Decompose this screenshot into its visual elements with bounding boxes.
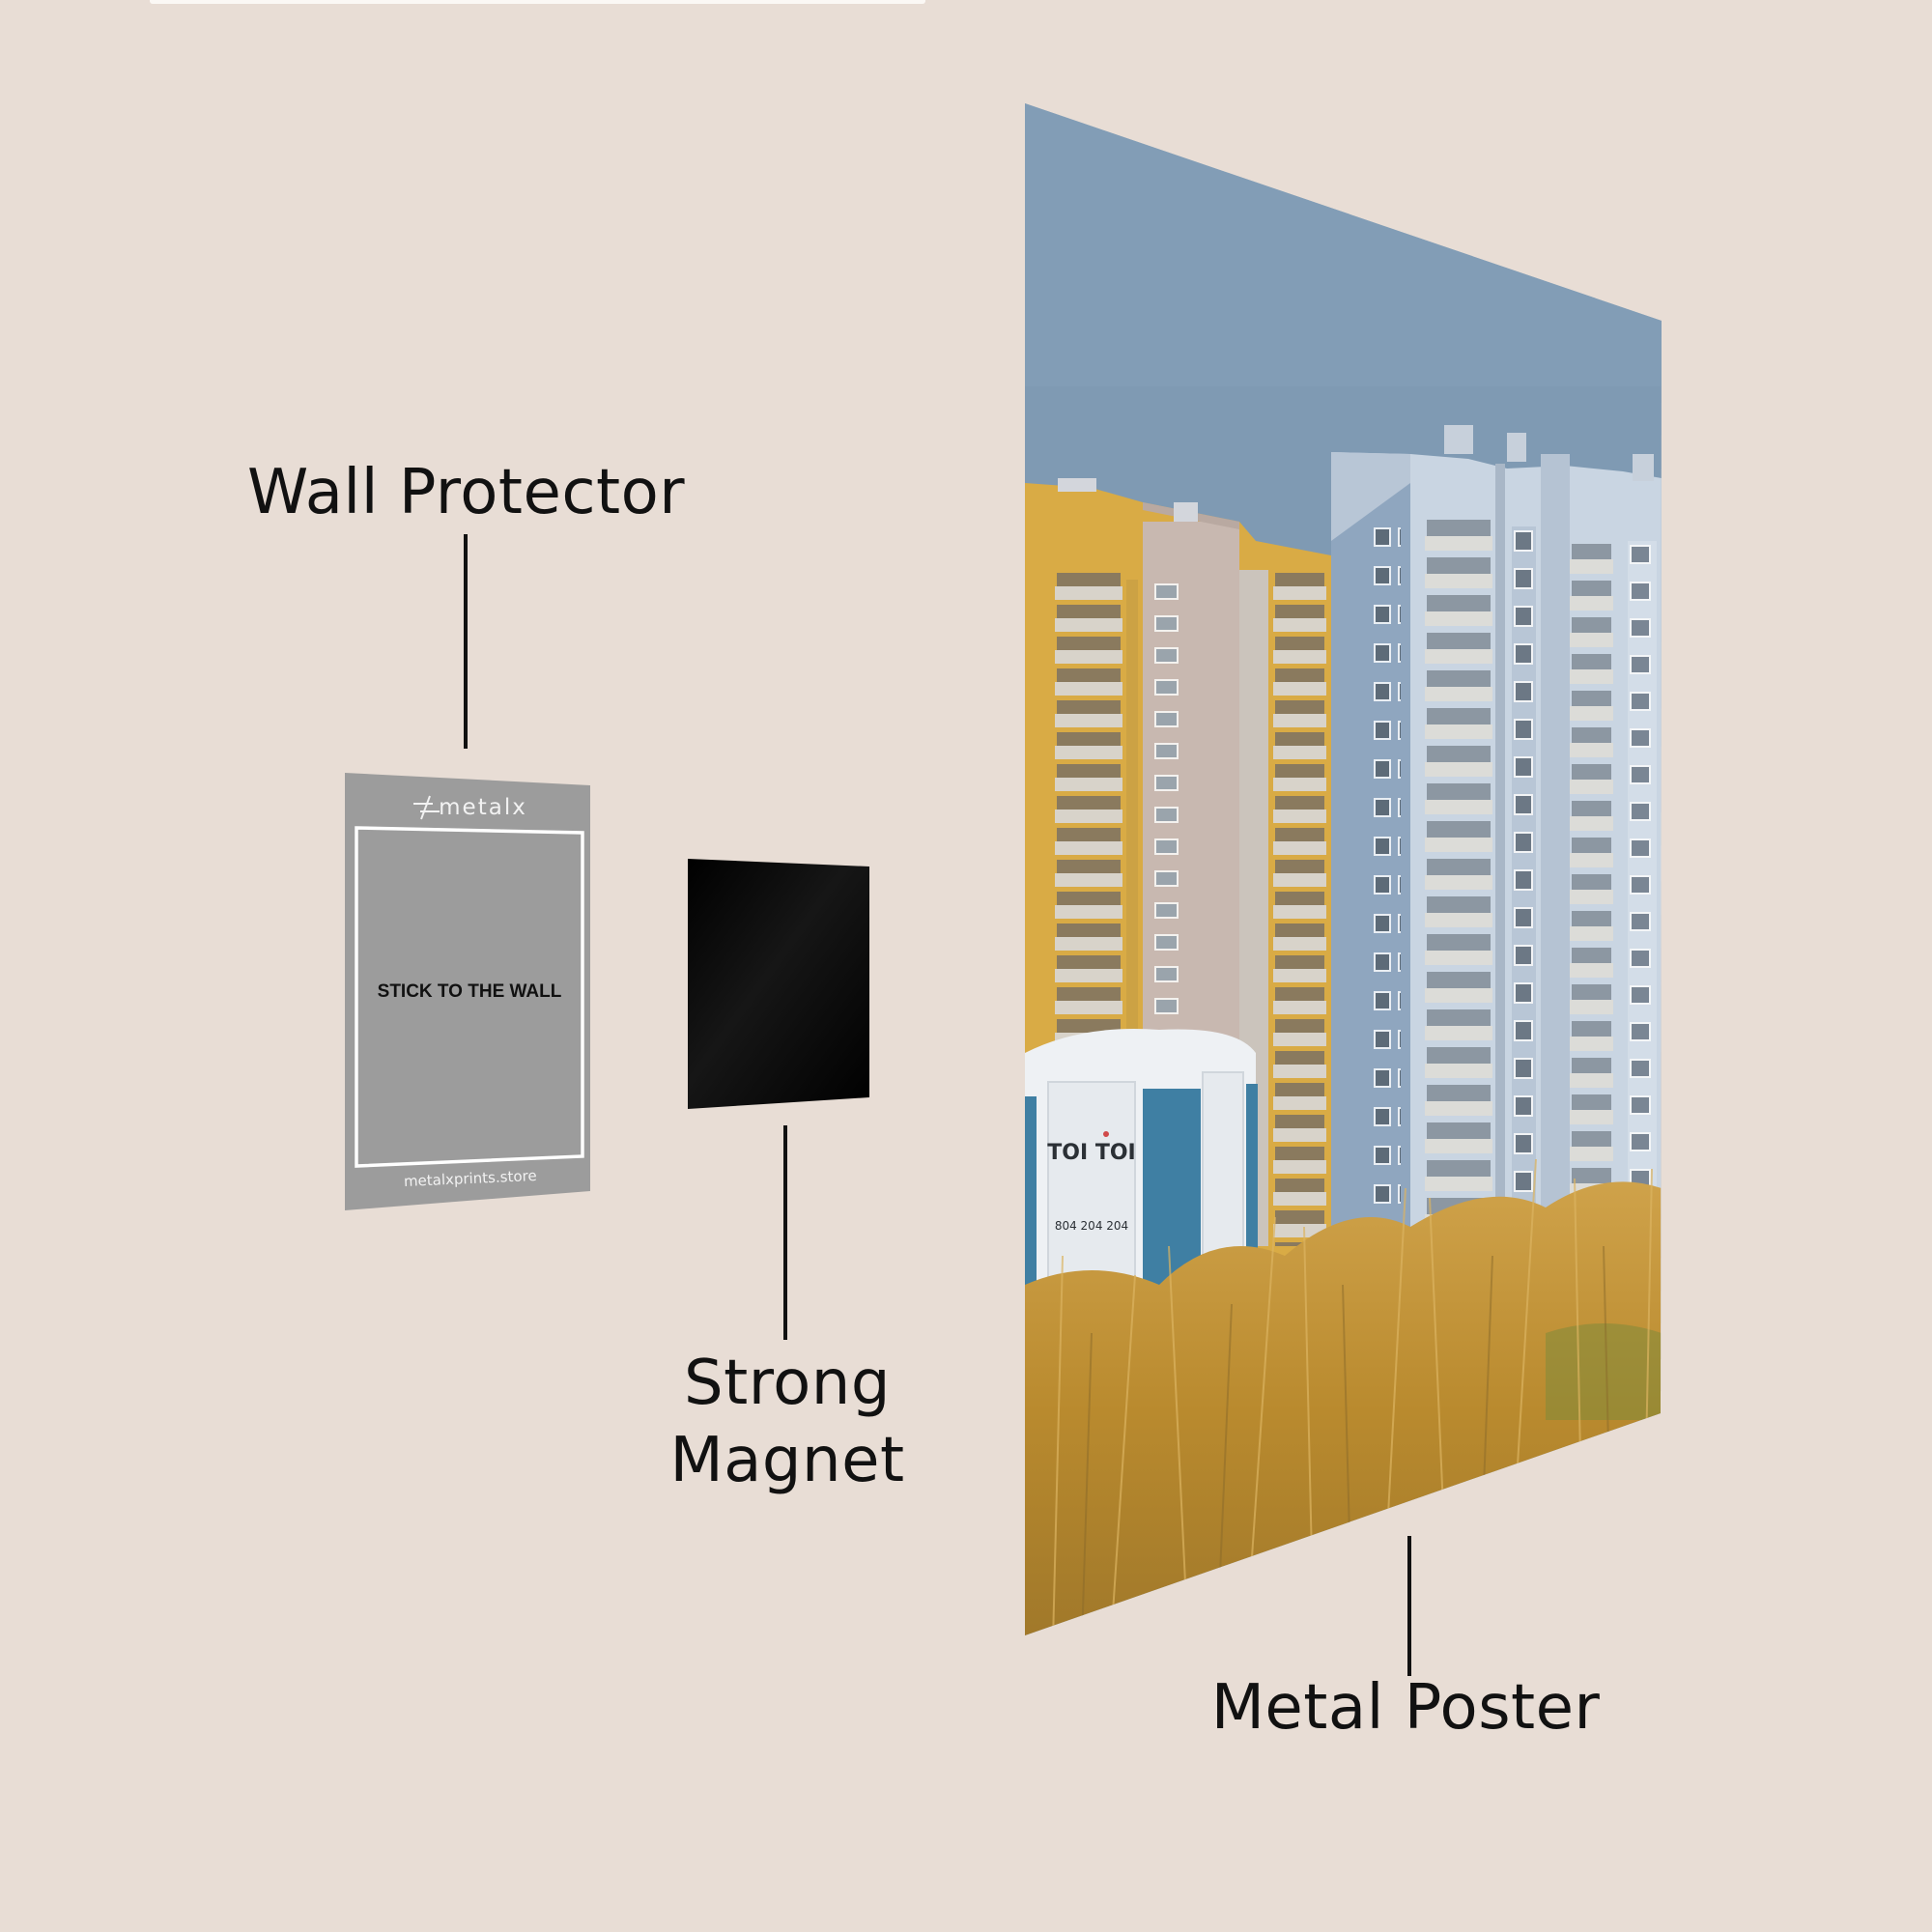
toilet-brand-text: TOI TOI	[1047, 1141, 1135, 1165]
toilet-phone-text: 804 204 204	[1055, 1219, 1128, 1233]
stick-to-wall-text: STICK TO THE WALL	[378, 981, 562, 1002]
metal-poster-leader-line	[1407, 1536, 1411, 1676]
top-edge-bar	[150, 0, 925, 4]
strong-magnet-label-line2: Magnet	[669, 1425, 905, 1496]
metal-poster: TOI TOI 804 204 204	[1025, 103, 1662, 1635]
wall-protector-card: metalx STICK TO THE WALL metalxprints.st…	[345, 773, 590, 1210]
strong-magnet-label: Strong Magnet	[642, 1345, 932, 1499]
metalx-logo-icon	[413, 795, 440, 820]
magnet-leader-line	[783, 1125, 787, 1340]
metal-poster-label: Metal Poster	[1210, 1672, 1601, 1744]
wall-protector-label: Wall Protector	[247, 457, 686, 528]
strong-magnet	[688, 859, 869, 1109]
strong-magnet-label-line1: Strong	[684, 1348, 891, 1419]
store-url-text: metalxprints.store	[404, 1167, 537, 1190]
white-building	[1331, 425, 1662, 1256]
wall-protector-leader-line	[464, 534, 468, 749]
metalx-logo-text: metalx	[439, 795, 527, 820]
